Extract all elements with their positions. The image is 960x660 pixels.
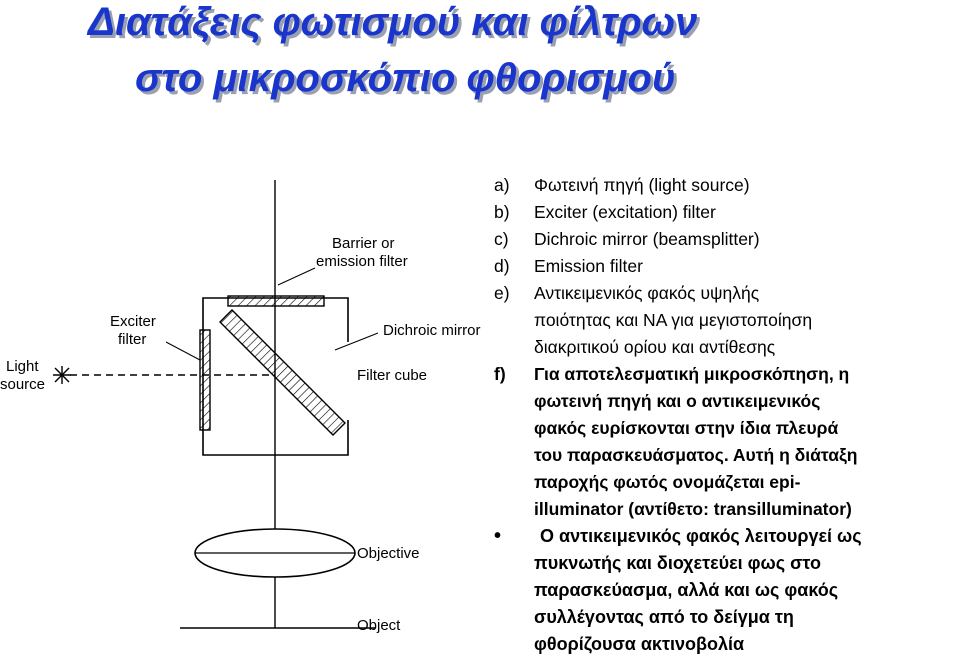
dichroic-leader-line [334, 332, 379, 351]
legend-text: Για αποτελεσματική μικροσκόπηση, η [534, 364, 850, 384]
legend-continuation: παροχής φωτός ονομάζεται epi- [534, 472, 801, 492]
legend-item-c: c) Dichroic mirror (beamsplitter) [494, 226, 960, 253]
legend-label: c) [494, 229, 509, 249]
object-label: Object [357, 617, 401, 634]
light-source-icon [53, 366, 71, 384]
legend-continuation: illuminator (αντίθετο: transilluminator) [534, 499, 852, 519]
legend-item-e: e) Αντικειμενικός φακός υψηλής [494, 280, 960, 307]
legend-text: Dichroic mirror (beamsplitter) [534, 229, 760, 249]
dichroic-label: Dichroic mirror [383, 322, 481, 339]
legend-text: Emission filter [534, 256, 643, 276]
legend-text: Exciter (excitation) filter [534, 202, 716, 222]
exciter-label: Exciter filter [110, 313, 160, 348]
dichroic-mirror [219, 309, 346, 436]
legend-bullet: • Ο αντικειμενικός φακός λειτουργεί ως [494, 523, 960, 550]
bullet-continuation: παρασκεύασμα, αλλά και ως φακός [534, 580, 839, 600]
legend-item-f: f) Για αποτελεσματική μικροσκόπηση, η [494, 361, 960, 388]
objective-label: Objective [357, 545, 420, 562]
exciter-filter [199, 329, 211, 431]
title-line-1: Διατάξεις φωτισμού και φίλτρων [88, 0, 698, 44]
bullet-text: Ο αντικειμενικός φακός λειτουργεί ως [540, 526, 862, 546]
legend-continuation: του παρασκευάσματος. Αυτή η διάταξη [534, 445, 858, 465]
bullet-continuation: πυκνωτής και διοχετεύει φως στο [534, 553, 821, 573]
legend-label: d) [494, 256, 510, 276]
legend-label: e) [494, 283, 510, 303]
legend-label: b) [494, 202, 510, 222]
filter-cube-label: Filter cube [357, 367, 427, 384]
barrier-leader-line [277, 267, 316, 286]
legend-label: a) [494, 175, 510, 195]
emission-filter [227, 295, 325, 307]
legend-item-b: b) Exciter (excitation) filter [494, 199, 960, 226]
bullet-icon: • [494, 525, 502, 547]
light-source-label: Light source [0, 358, 45, 393]
bullet-continuation: συλλέγοντας από το δείγμα τη [534, 607, 794, 627]
filter-cube-diagram: Barrier or emission filter Exciter filte… [0, 180, 481, 634]
legend-label: f) [494, 364, 506, 384]
exciter-leader-line [165, 341, 201, 361]
legend-continuation: φακός ευρίσκονται στην ίδια πλευρά [534, 418, 839, 438]
bullet-continuation: φθορίζουσα ακτινοβολία [534, 634, 745, 654]
legend-continuation: διακριτικού ορίου και αντίθεσης [534, 337, 776, 357]
legend-item-a: a) Φωτεινή πηγή (light source) [494, 172, 960, 199]
legend-text: Αντικειμενικός φακός υψηλής [534, 283, 760, 303]
legend-text: Φωτεινή πηγή (light source) [534, 175, 750, 195]
legend-item-d: d) Emission filter [494, 253, 960, 280]
legend-list: a) Φωτεινή πηγή (light source) b) Excite… [494, 172, 960, 658]
legend-continuation: φωτεινή πηγή και ο αντικειμενικός [534, 391, 821, 411]
legend-continuation: ποιότητας και NA για μεγιστοποίηση [534, 310, 813, 330]
barrier-label: Barrier or emission filter [316, 235, 408, 270]
title-line-2: στο μικροσκόπιο φθορισμού [135, 56, 676, 100]
